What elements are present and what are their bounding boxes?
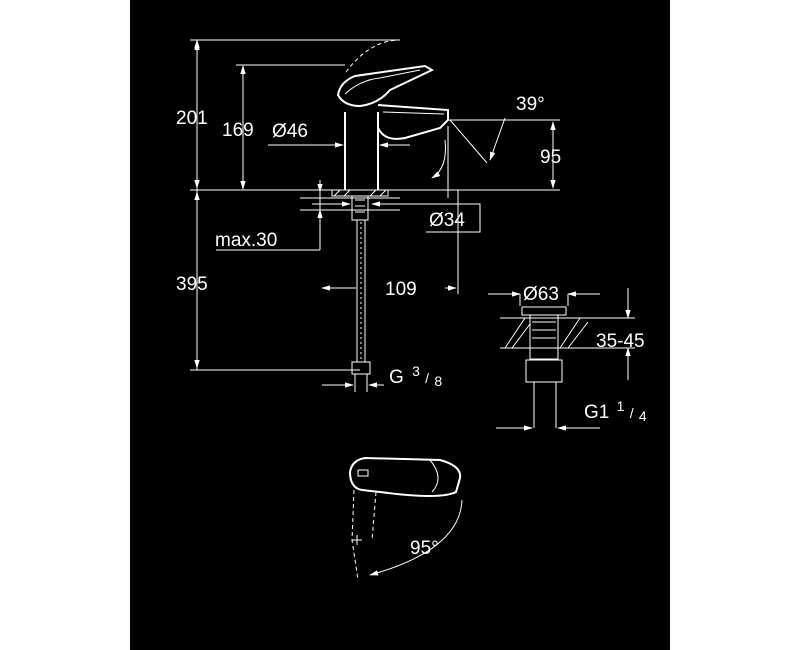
dim-waste-thread: G1 1 / 4 [584, 395, 647, 424]
dim-connection: G 3 / 8 [389, 360, 442, 389]
dim-lever-angle: 39° [516, 94, 545, 115]
dim-lever-swivel-angle: 95° [410, 538, 439, 559]
dim-waste-deck-range: 35-45 [596, 331, 645, 352]
dim-waste-flange-diameter: Ø63 [523, 284, 559, 305]
faucet-top-view [348, 456, 463, 581]
faucet-side-view [300, 39, 449, 392]
dimension-lines [190, 39, 560, 388]
drawing-panel [130, 0, 670, 650]
dim-spout-height-above-deck: 95 [540, 147, 561, 168]
dim-body-diameter: Ø46 [272, 121, 308, 142]
dim-hole-diameter: Ø34 [429, 210, 465, 231]
dim-spout-reach: 109 [385, 279, 417, 300]
dim-max-deck-thickness: max.30 [215, 230, 277, 251]
waste-valve [500, 306, 590, 428]
dim-total-height: 201 [176, 108, 208, 129]
dim-spout-height: 169 [222, 120, 254, 141]
dimension-labels: 201 169 Ø46 39° 95 Ø34 max.30 395 109 G … [176, 94, 647, 559]
dim-hose-length: 395 [176, 274, 208, 295]
waste-dimension-lines [488, 288, 635, 431]
